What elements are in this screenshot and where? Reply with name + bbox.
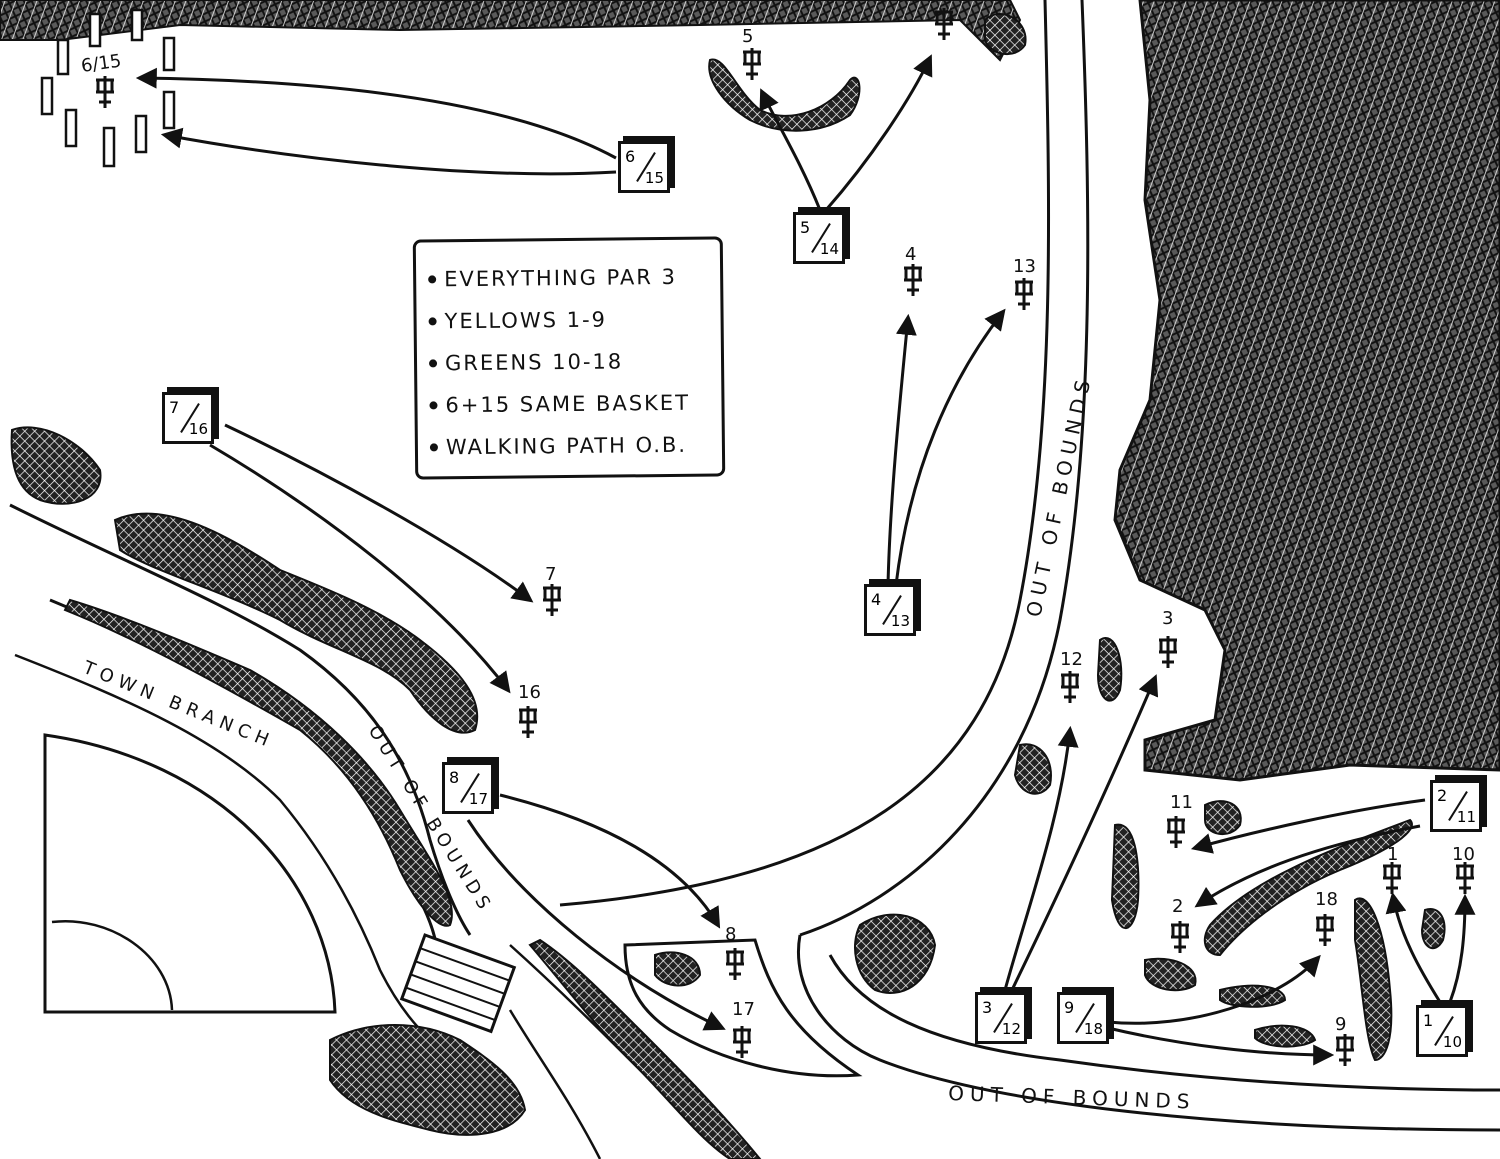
flight-lines <box>135 54 1476 1066</box>
basket-icon <box>1316 914 1334 946</box>
basket-number: 1 <box>1387 844 1398 865</box>
basket-number: 2 <box>1172 896 1183 917</box>
basket-icon <box>726 948 744 980</box>
legend-item: 6+15 SAME BASKET <box>429 382 709 427</box>
out-of-bounds-path-label: OUT OF BOUNDS <box>1021 372 1096 619</box>
basket-icon <box>733 1026 751 1058</box>
basket-number: 12 <box>1060 649 1083 670</box>
basket-number: 16 <box>518 682 541 703</box>
woods-top-left <box>0 0 1022 62</box>
basket-icon <box>1171 921 1189 953</box>
bullet-icon <box>428 317 437 326</box>
creek-bank-3 <box>14 653 431 1041</box>
legend-item: EVERYTHING PAR 3 <box>428 256 708 301</box>
green-8-17-area <box>623 938 863 1078</box>
bullet-icon <box>429 443 438 452</box>
basket-number: 6/15 <box>80 51 123 77</box>
legend-item: WALKING PATH O.B. <box>429 424 710 469</box>
bullet-icon <box>429 359 438 368</box>
legend-item: YELLOWS 1-9 <box>428 298 708 343</box>
basket-number: 10 <box>1452 844 1475 865</box>
walking-path-bottom-right <box>828 954 1500 1092</box>
out-of-bounds-bottom-label: OUT OF BOUNDS <box>948 1081 1196 1114</box>
basket-number: 13 <box>1013 256 1036 277</box>
creek-bank-1 <box>9 503 472 936</box>
pillars-6-15 <box>40 8 176 168</box>
basket-icon <box>1061 671 1079 703</box>
basket-icon <box>1383 862 1401 894</box>
legend-box: EVERYTHING PAR 3 YELLOWS 1-9 GREENS 10-1… <box>412 236 726 480</box>
basket-icon <box>935 8 953 40</box>
basket-numbers: 6/15 5 4 13 7 16 8 17 3 12 11 2 18 9 1 1… <box>80 26 1475 1035</box>
walking-path-inner <box>799 0 1090 937</box>
basket-number: 8 <box>725 924 736 945</box>
legend-item: GREENS 10-18 <box>429 340 709 385</box>
basket-number: 3 <box>1162 608 1173 629</box>
basket-number: 9 <box>1335 1014 1346 1035</box>
bullet-icon <box>429 401 438 410</box>
basket-icon <box>1167 816 1185 848</box>
basket-icon <box>1336 1034 1354 1066</box>
walking-path-outer <box>559 0 1051 907</box>
basket-number: 11 <box>1170 792 1193 813</box>
basket-icon <box>96 76 114 108</box>
basket-number: 5 <box>742 26 753 47</box>
ball-field <box>43 733 337 1014</box>
basket-icon <box>904 264 922 296</box>
basket-icon <box>743 48 761 80</box>
bridge <box>399 933 517 1034</box>
ball-field-infield <box>51 919 174 1011</box>
bushes <box>10 13 1446 1136</box>
basket-number: 4 <box>905 244 916 265</box>
basket-icons <box>96 8 1474 1066</box>
basket-icon <box>1015 278 1033 310</box>
creek-shrub <box>63 598 453 927</box>
basket-icon <box>1159 636 1177 668</box>
basket-icon <box>543 584 561 616</box>
basket-icon <box>519 706 537 738</box>
basket-number: 18 <box>1315 889 1338 910</box>
walking-path-bottom-left <box>797 934 1500 1132</box>
creek-shrub-lower <box>528 938 762 1159</box>
basket-icon <box>1456 862 1474 894</box>
creek-bank-5 <box>508 1009 602 1159</box>
basket-number: 17 <box>732 999 755 1020</box>
woods-right <box>1113 0 1500 782</box>
bullet-icon <box>428 275 437 284</box>
basket-number: 7 <box>545 564 556 585</box>
